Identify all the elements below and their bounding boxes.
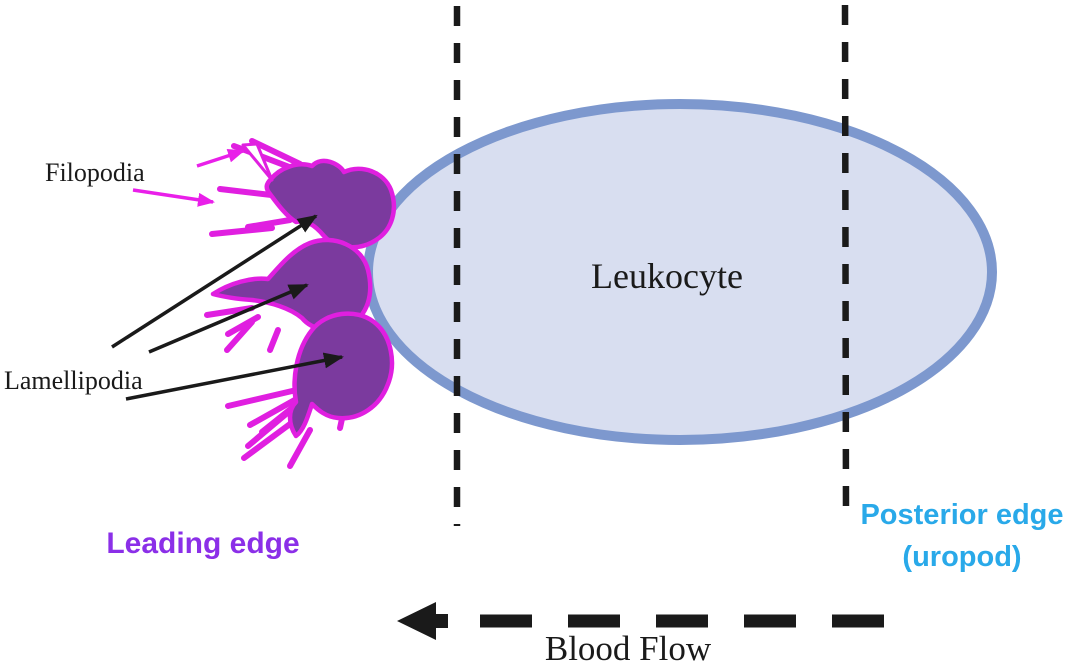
lamellipodia-pointer-arrows <box>111 214 344 401</box>
filopodium-spike <box>267 327 281 353</box>
lamellipodium-bottom <box>287 311 395 439</box>
leukocyte-label: Leukocyte <box>591 256 743 296</box>
filopodia-label: Filopodia <box>45 158 145 187</box>
lamellipodia-pointer-arrow-2 <box>148 283 309 354</box>
filopodium-spike <box>287 427 313 469</box>
filopodium-spike <box>245 217 293 230</box>
lamellipodium-top-notch <box>241 142 274 182</box>
blood-flow-arrow <box>397 602 888 640</box>
lamellipodia-pointer-arrow-1 <box>111 214 318 349</box>
posterior-edge-label-line2: (uropod) <box>902 541 1021 573</box>
posterior-edge-label-line1: Posterior edge <box>860 499 1063 531</box>
leading-edge-label: Leading edge <box>106 527 299 560</box>
lamellipodia-blobs <box>210 142 397 439</box>
blood-flow-arrowhead <box>397 602 448 640</box>
filopodia-pointer-arrow-2 <box>132 188 215 207</box>
filopodia-pointer-arrows <box>132 148 245 207</box>
filopodium-spike <box>204 305 255 318</box>
lamellipodia-label: Lamellipodia <box>4 366 143 395</box>
filopodium-spike <box>225 385 308 409</box>
lamellipodia-pointer-arrow-3 <box>125 352 344 401</box>
lamellipodium-top <box>264 158 397 250</box>
filopodia-pointer-arrow-1 <box>196 148 245 168</box>
filopodium-spike <box>249 138 303 167</box>
filopodium-spike <box>247 394 303 428</box>
filopodium-spike <box>241 421 293 461</box>
filopodium-spike <box>224 319 255 353</box>
blood-flow-label: Blood Flow <box>545 629 712 668</box>
posterior-edge-boundary-dashed-line <box>841 4 850 519</box>
filopodium-spike <box>209 225 275 237</box>
